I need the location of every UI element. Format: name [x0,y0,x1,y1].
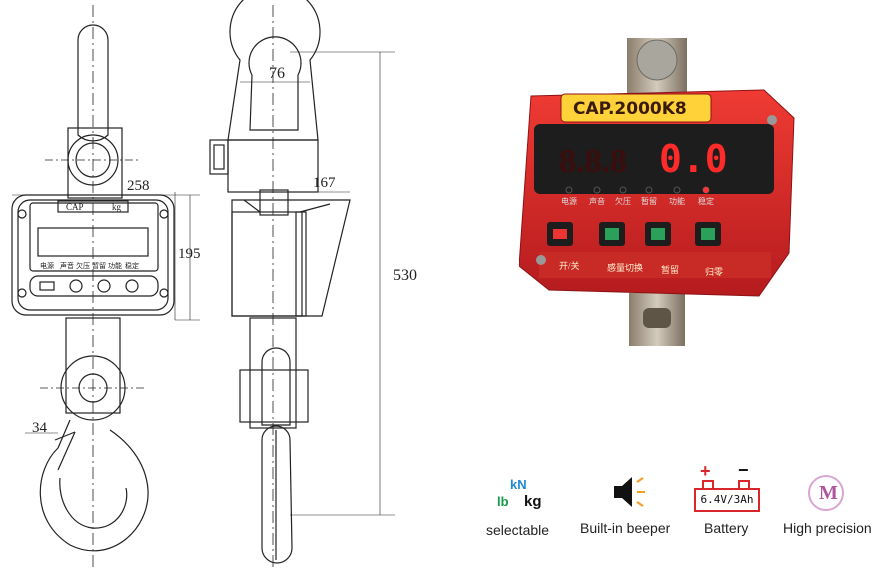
front-panel-label: 声音 [60,261,74,270]
dim-side-depth: 167 [313,175,336,191]
front-panel-label: 暂留 [92,261,106,270]
svg-text:8.8.8: 8.8.8 [559,143,627,180]
indicator-label: 暂留 [641,196,657,206]
front-panel-label: 欠压 [76,261,90,270]
dim-hook-opening: 34 [32,420,48,436]
button-label: 感量切换 [607,262,643,273]
precision-icon: M [808,475,844,511]
button-label: 开/关 [559,260,580,271]
brand-label: CAP.2000K8 [573,99,687,119]
beeper-caption: Built-in beeper [580,520,671,536]
indicator-label: 声音 [589,196,605,206]
dim-body-width: 258 [127,178,150,194]
front-panel-unit: kg [112,202,122,212]
units-caption: selectable [486,522,550,538]
button-label: 暂留 [661,264,679,275]
technical-drawing: 76 258 167 195 530 34 CAP kg 电源 声音 欠压 暂留… [11,0,417,570]
battery-icon: + − 6.4V/3Ah [692,460,764,516]
indicator-label: 欠压 [615,196,631,206]
indicator-label: 电源 [561,196,577,206]
display-value: 0.0 [659,137,728,181]
front-panel-label: 功能 [108,261,122,270]
button-label: 归零 [705,266,723,277]
units-icon: kN lb kg [497,477,542,510]
scale-photo: CAP.2000K8 8.8.8 0.0 电源 声音 欠压 暂留 功能 稳定 开… [519,38,795,346]
speaker-icon [614,477,645,507]
dim-total-height: 530 [393,267,417,284]
front-panel-label: 电源 [40,261,54,270]
dim-top-width: 76 [269,65,285,82]
front-panel-label: 稳定 [125,261,139,270]
indicator-label: 功能 [669,196,685,206]
precision-caption: High precision [783,520,872,536]
front-panel-cap: CAP [66,202,84,212]
indicator-label: 稳定 [698,196,714,206]
dim-body-height: 195 [178,246,201,262]
battery-caption: Battery [704,520,749,536]
